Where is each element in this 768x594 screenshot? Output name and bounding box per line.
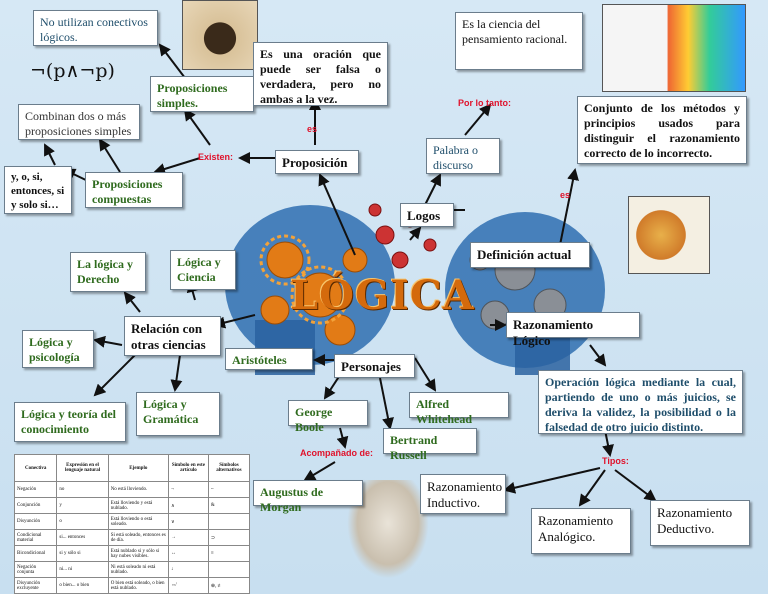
george-boole-box: George Boole xyxy=(288,400,368,434)
formula-text: ¬(p∧¬p) xyxy=(30,60,115,82)
psicologia-box: Lógica y psicología xyxy=(22,330,94,368)
table-header-row: Conectiva Expresión en el lenguaje natur… xyxy=(13,454,251,482)
table-cell: ~ xyxy=(207,481,251,498)
table-cell: ∨ xyxy=(167,513,209,530)
acompanado-label: Acompañado de: xyxy=(300,448,374,458)
proposicion-box: Proposición xyxy=(275,150,359,174)
table-cell: ⇎ xyxy=(167,577,209,594)
table-cell: ↓ xyxy=(167,561,209,578)
table-cell: Está nublado si y sólo si hay nubes visi… xyxy=(107,545,169,562)
proposiciones-compuestas-box: Proposiciones compuestas xyxy=(85,172,183,208)
connectives-table: Conectiva Expresión en el lenguaje natur… xyxy=(13,454,251,594)
main-title: LÓGICA xyxy=(290,272,475,319)
teoria-conocimiento-box: Lógica y teoría del conocimiento xyxy=(14,402,126,442)
table-cell xyxy=(207,513,251,530)
table-cell: ⊃ xyxy=(207,529,251,546)
table-cell: Conjunción xyxy=(13,497,58,514)
tipos-label: Tipos: xyxy=(602,456,629,466)
razonamiento-deductivo-box: Razonamiento Deductivo. xyxy=(650,500,750,546)
table-cell: o bien... o bien xyxy=(56,577,109,594)
oracion-box: Es una oración que puede ser falsa o ver… xyxy=(253,42,388,106)
table-cell: ∧ xyxy=(167,497,209,514)
table-cell xyxy=(207,561,251,578)
es-label-1: es xyxy=(307,124,318,134)
logica-ciencia-box: Lógica y Ciencia xyxy=(170,250,236,290)
table-cell: Ni está soleado ni está nublado. xyxy=(107,561,169,578)
table-cell: Está lloviendo o está soleado. xyxy=(107,513,169,530)
gramatica-box: Lógica y Gramática xyxy=(136,392,220,436)
personajes-box: Personajes xyxy=(334,354,415,378)
table-cell: Disyunción excluyente xyxy=(13,577,58,594)
table-cell: si... entonces xyxy=(56,529,109,546)
logos-box: Logos xyxy=(400,203,454,227)
ciencia-box: Es la ciencia del pensamiento racional. xyxy=(455,12,583,70)
table-cell: ↔ xyxy=(167,545,209,562)
relacion-box: Relación con otras ciencias xyxy=(124,316,221,356)
table-cell: Disyunción xyxy=(13,513,58,530)
table-cell: ¬ xyxy=(167,481,209,498)
operacion-box: Operación lógica mediante la cual, parti… xyxy=(538,370,743,434)
table-cell: → xyxy=(167,529,209,546)
table-cell: ni... ni xyxy=(56,561,109,578)
conjunto-box: Conjunto de los métodos y principios usa… xyxy=(577,96,747,164)
table-cell: y xyxy=(56,497,109,514)
head-gears-picture xyxy=(182,0,258,70)
colorful-brain-picture xyxy=(602,4,746,92)
por-lo-tanto-label: Por lo tanto: xyxy=(458,98,511,108)
es-label-2: es xyxy=(560,190,571,200)
razonamiento-logico-box: Razonamiento Lógico xyxy=(506,312,640,348)
table-cell: Está lloviendo y está nublado. xyxy=(107,497,169,514)
alfred-whitehead-box: Alfred Whitehead xyxy=(409,392,509,426)
table-cell: O bien está soleado, o bien está nublado… xyxy=(107,577,169,594)
table-header: Ejemplo xyxy=(107,454,169,482)
table-cell: Bicondicional xyxy=(13,545,58,562)
table-cell: ≡ xyxy=(207,545,251,562)
razonamiento-analogico-box: Razonamiento Analógico. xyxy=(531,508,631,554)
table-header: Conectiva xyxy=(13,454,58,482)
existen-label: Existen: xyxy=(198,152,234,162)
table-header: Expresión en el lenguaje natural xyxy=(56,454,109,482)
table-cell: Condicional material xyxy=(13,529,58,546)
razonamiento-inductivo-box: Razonamiento Inductivo. xyxy=(420,474,506,514)
table-cell: no xyxy=(56,481,109,498)
definicion-actual-box: Definición actual xyxy=(470,242,590,268)
puzzle-head-picture xyxy=(628,196,710,274)
table-header: Símbolos alternativos xyxy=(207,454,251,482)
table-cell: Negación xyxy=(13,481,58,498)
conectores-box: y, o, si, entonces, si y solo si… xyxy=(4,166,72,214)
table-cell: Si está soleado, entonces es de día. xyxy=(107,529,169,546)
derecho-box: La lógica y Derecho xyxy=(70,252,146,292)
table-cell: No está lloviendo. xyxy=(107,481,169,498)
table-cell: o xyxy=(56,513,109,530)
aristoteles-box: Aristóteles xyxy=(225,348,313,370)
table-header: Símbolo en este artículo xyxy=(167,454,209,482)
table-cell: & xyxy=(207,497,251,514)
table-cell: ⊕, ≢ xyxy=(207,577,251,594)
table-cell: Negación conjunta xyxy=(13,561,58,578)
proposiciones-simples-box: Proposiciones simples. xyxy=(150,76,254,112)
augustus-de-morgan-box: Augustus de Morgan xyxy=(253,480,363,514)
table-cell: si y sólo si xyxy=(56,545,109,562)
combinan-box: Combinan dos o más proposiciones simples xyxy=(18,104,140,140)
no-conectivos-box: No utilizan conectivos lógicos. xyxy=(33,10,158,46)
palabra-box: Palabra o discurso xyxy=(426,138,500,174)
bertrand-russell-box: Bertrand Russell xyxy=(383,428,477,462)
